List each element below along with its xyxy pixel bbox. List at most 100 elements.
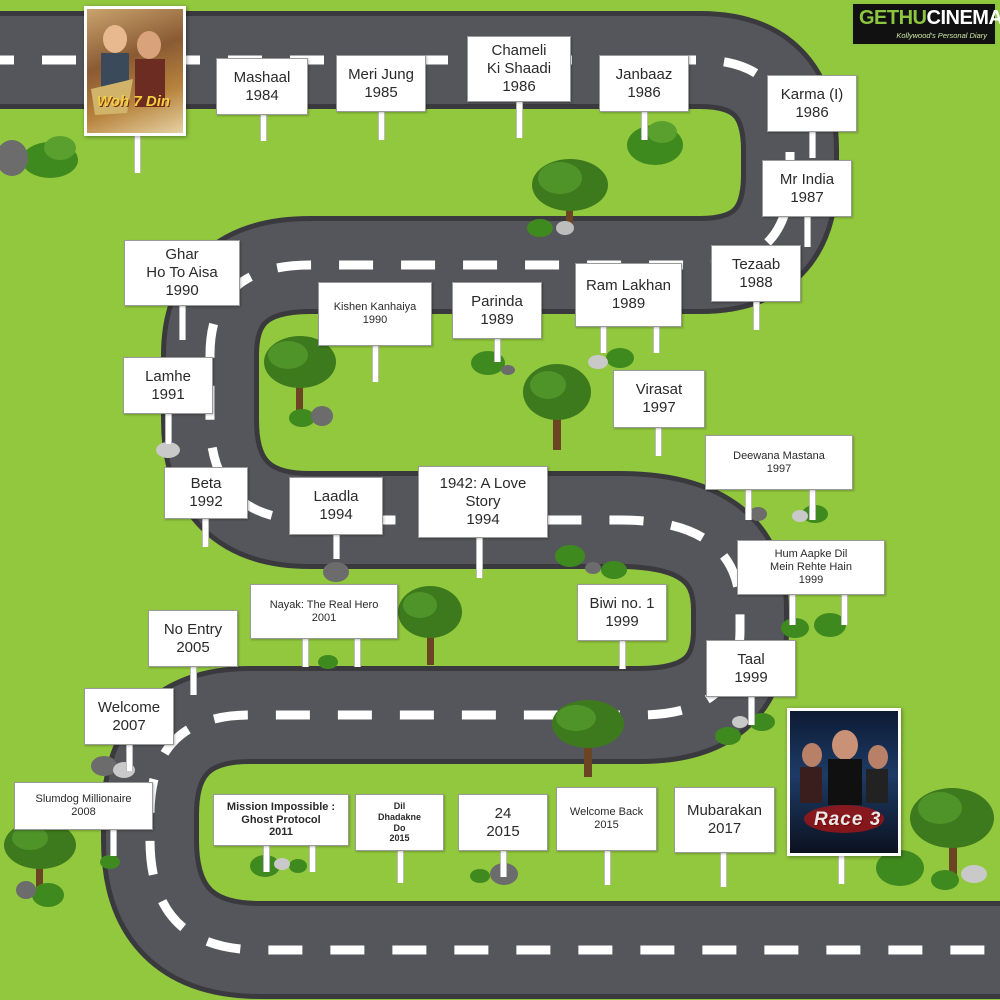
signpost-pole [500, 849, 507, 877]
milestone-title-line: Kishen Kanhaiya [333, 301, 417, 314]
milestone-title-line: Virasat [635, 381, 683, 399]
milestone-year: 2007 [112, 716, 146, 734]
milestone-title-line: Ram Lakhan [585, 277, 672, 295]
tree [264, 336, 336, 420]
milestone-title-line: Ghost Protocol [241, 813, 321, 826]
poster-woh-7-din: Woh 7 Din [84, 6, 186, 136]
milestone-title-line: 24 [494, 804, 512, 822]
milestone-year: 1999 [798, 573, 824, 586]
milestone-title-line: Chameli [491, 42, 547, 60]
signpost-pole [202, 517, 209, 547]
signpost-pole [260, 113, 267, 141]
milestone-year: 1985 [364, 83, 398, 101]
signpost-pole [397, 849, 404, 883]
signpost-pole [494, 337, 501, 362]
poster-title: Race 3 [814, 809, 882, 830]
milestone-year: 1986 [627, 83, 661, 101]
milestone-year: 2015 [389, 833, 410, 844]
signpost-pole [110, 828, 117, 856]
milestone-title-line: Dhadakne [377, 811, 421, 822]
milestone-title-line: Karma (I) [780, 85, 844, 103]
milestone-year: 1994 [319, 506, 353, 523]
milestone-title-line: Parinda [471, 292, 523, 310]
signpost-pole [476, 536, 483, 578]
signpost-pole [190, 665, 197, 695]
milestone-year: 1999 [605, 612, 639, 630]
milestone-title-line: Deewana Mastana [733, 449, 825, 462]
milestone-title-line: Welcome [97, 698, 161, 716]
milestone-title-line: Taal [737, 650, 765, 668]
milestone-year: 1997 [642, 399, 676, 416]
poster-race-3: Race 3 [787, 708, 901, 856]
milestone-year: 1987 [790, 188, 824, 206]
signpost-pole [378, 110, 385, 140]
signpost-pole [748, 695, 755, 725]
signpost-pole [165, 412, 172, 444]
milestone-year: 2001 [311, 611, 337, 624]
signpost-pole [354, 637, 361, 667]
milestone-title-line: Mr India [779, 170, 835, 188]
milestone-year: 1988 [739, 273, 773, 291]
logo-text-part2: CINEMA [926, 7, 1000, 29]
milestone-year: 2015 [486, 822, 520, 840]
milestone-title-line: Ki Shaadi [486, 60, 552, 78]
tree [398, 586, 462, 665]
milestone-title-line: Slumdog Millionaire [35, 793, 132, 806]
milestone-title-line: Mashaal [233, 68, 291, 86]
signpost-pole [179, 304, 186, 340]
milestone-year: 1994 [466, 510, 500, 528]
milestone-year: 1990 [165, 281, 199, 299]
milestone-sign: Karma (I)1986 [767, 75, 857, 132]
brand-logo: GETHUCINEMA Kollywood's Personal Diary [851, 2, 1000, 46]
signpost-pole [604, 849, 611, 885]
milestone-year: 1991 [151, 385, 185, 403]
signpost-pole [263, 844, 270, 872]
milestone-year: 1986 [502, 77, 536, 95]
poster-art [800, 730, 888, 833]
poster-post [134, 128, 141, 173]
signpost-pole [309, 844, 316, 872]
milestone-title-line: Janbaaz [615, 65, 673, 83]
milestone-title-line: Biwi no. 1 [589, 594, 655, 612]
signpost-pole [372, 344, 379, 382]
signpost-pole [809, 488, 816, 520]
signpost-pole [753, 300, 760, 330]
signpost-pole [600, 325, 607, 353]
signpost-pole [302, 637, 309, 667]
milestone-title-line: Mein Rehte Hain [770, 561, 852, 574]
tree [4, 821, 76, 890]
milestone-title-line: Story [465, 493, 501, 511]
poster-post [838, 848, 845, 884]
milestone-title-line: Hum Aapke Dil [774, 548, 848, 561]
milestone-year: 1997 [766, 462, 792, 475]
milestone-title-line: No Entry [163, 620, 223, 638]
signpost-pole [809, 130, 816, 158]
tree [532, 159, 608, 230]
milestone-title-line: Dil [393, 801, 406, 812]
signpost-pole [126, 743, 133, 771]
signpost-pole [841, 593, 848, 625]
tree [552, 700, 624, 777]
tree [910, 788, 994, 880]
milestone-year: 1999 [734, 668, 768, 686]
